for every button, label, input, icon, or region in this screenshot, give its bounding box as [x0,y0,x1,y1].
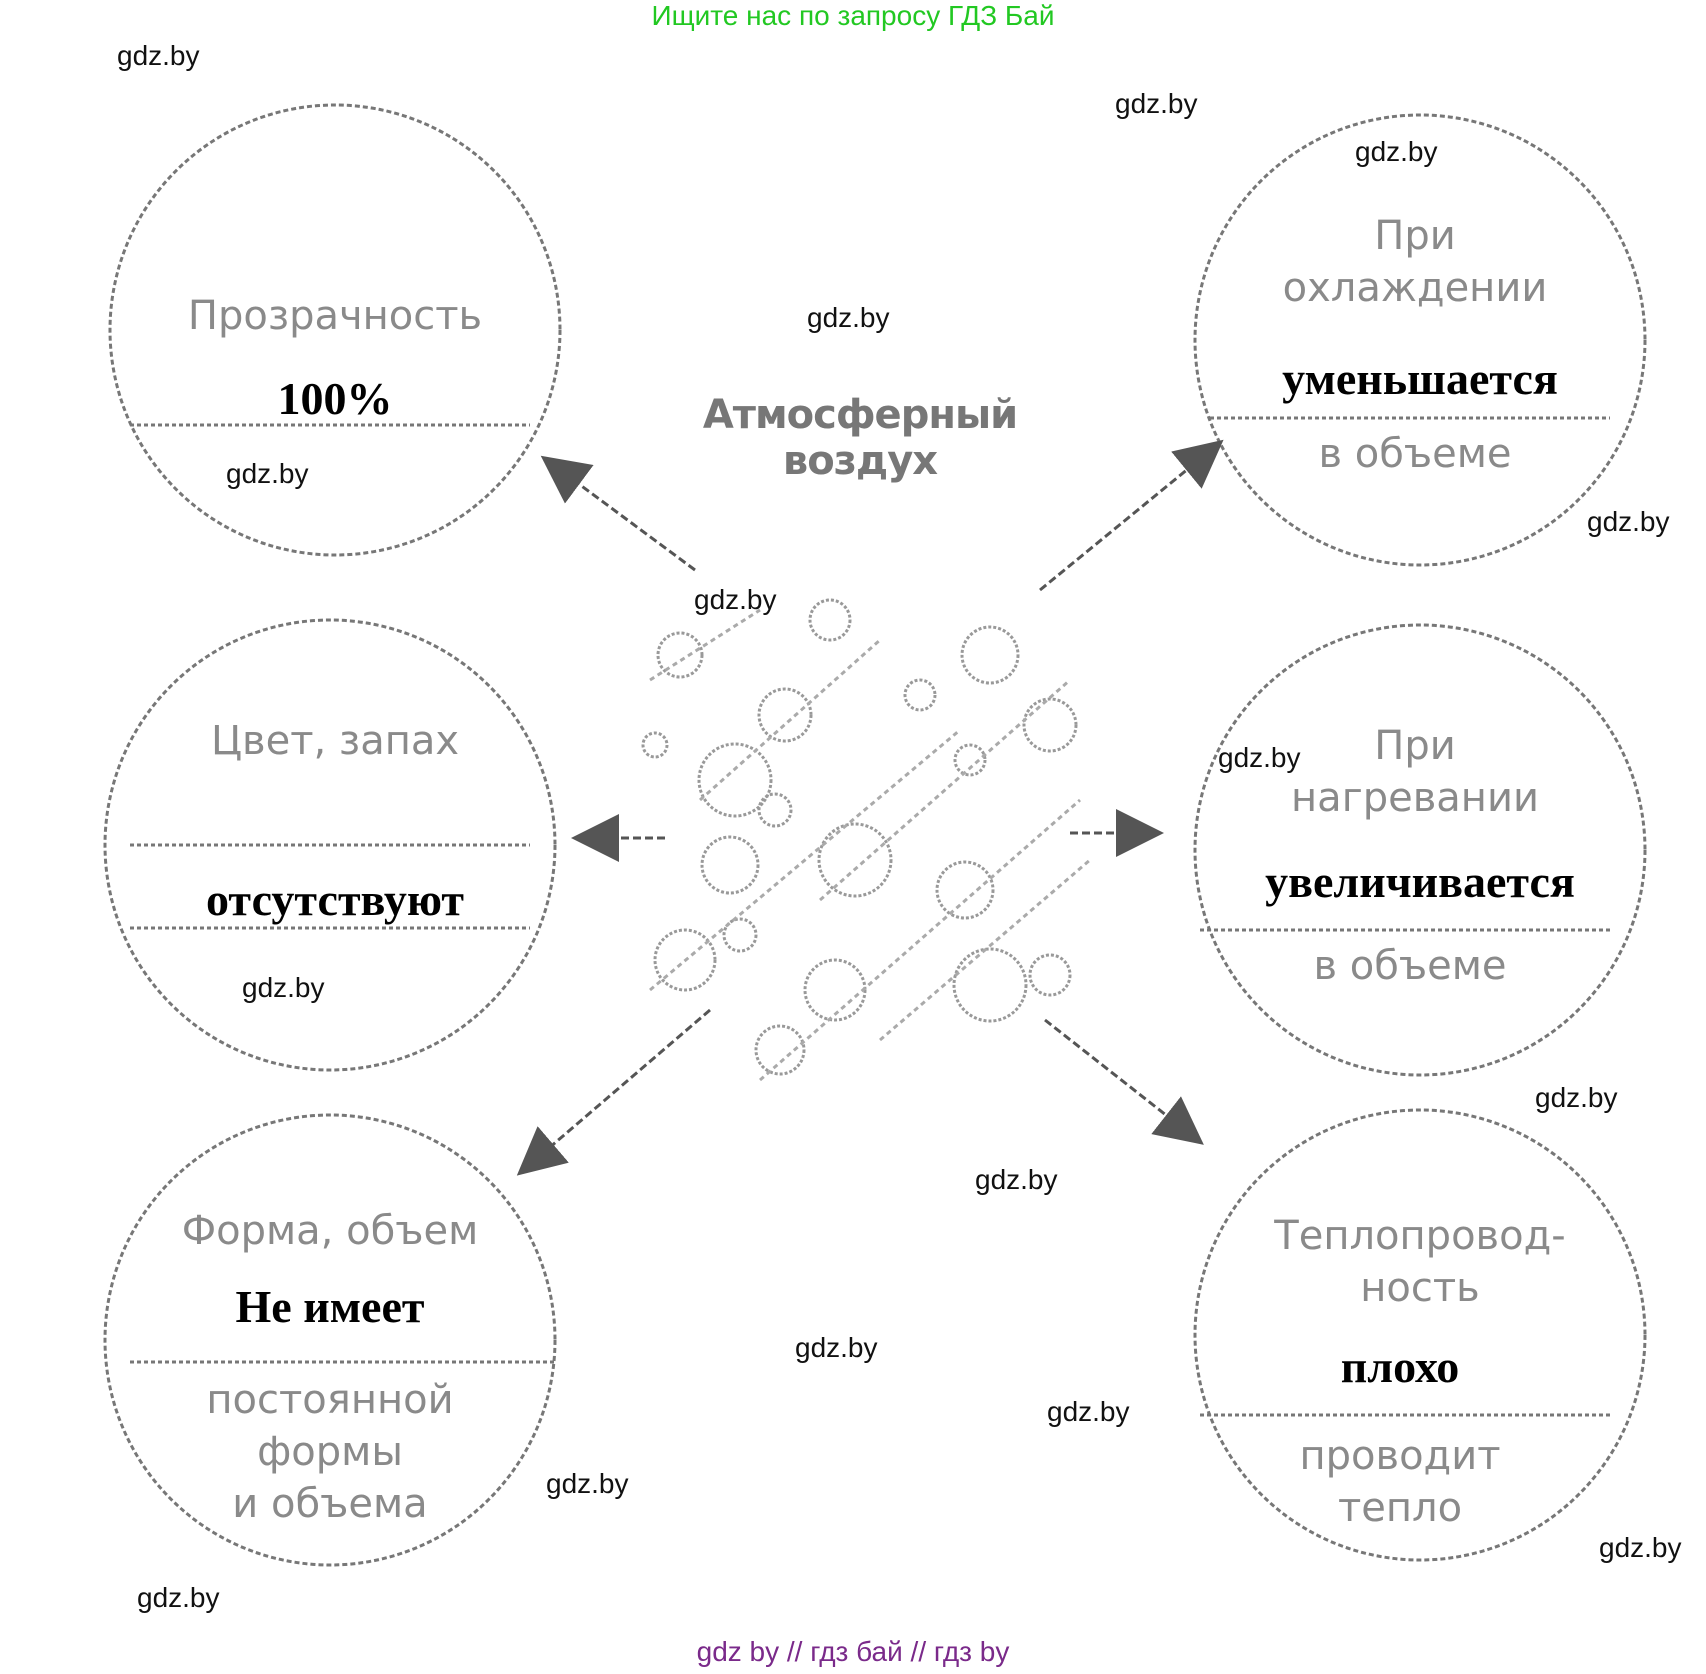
molecule-hatching [649,608,1091,1082]
arrow [1039,439,1224,592]
circle-transparency [108,103,562,557]
circle-cooling [1193,113,1647,567]
watermark: gdz.by [1115,88,1198,119]
circle-shape-volume [103,1113,557,1567]
answer-color-smell: отсутствуют [206,874,464,925]
banner[interactable]: Ищите нас по запросу ГДЗ Бай [651,0,1055,31]
circle-sub-heating: в объеме [1313,943,1507,989]
circle-sub-shape-volume: постоянной формы и объема [206,1377,454,1527]
footer-links[interactable]: gdz by // гдз бай // гдз by [696,1636,1010,1667]
circle-label-heating: При нагревании [1291,723,1539,821]
circle-sub-conductivity: проводит тепло [1299,1433,1501,1531]
watermark: gdz.by [1218,742,1301,773]
watermark: gdz.by [1599,1532,1682,1563]
watermark: gdz.by [807,302,890,333]
center-title-line-1: Атмосферный [702,392,1018,438]
arrow [516,1008,711,1176]
watermark: gdz.by [1535,1082,1618,1113]
watermark: gdz.by [1355,136,1438,167]
watermark: gdz.by [137,1582,220,1613]
arrow [1044,1018,1204,1145]
circle-label-color-smell: Цвет, запах [210,718,460,764]
answer-conductivity: плохо [1340,1341,1460,1392]
answer-transparency: 100% [277,373,393,424]
arrow [540,455,696,572]
watermark: gdz.by [975,1164,1058,1195]
watermark: gdz.by [795,1332,878,1363]
watermark: gdz.by [242,972,325,1003]
circle-label-cooling: При охлаждении [1282,213,1548,311]
watermark: gdz.by [1587,506,1670,537]
watermark: gdz.by [546,1468,629,1499]
circle-sub-cooling: в объеме [1318,431,1512,477]
watermark: gdz.by [694,584,777,615]
answer-shape-volume: Не имеет [235,1281,425,1332]
watermark: gdz.by [226,458,309,489]
circle-heating [1193,623,1647,1077]
circle-conductivity [1193,1108,1647,1562]
center-title-line-2: воздух [782,438,938,484]
answer-heating: увеличивается [1265,856,1575,907]
watermark: gdz.by [117,40,200,71]
circle-color-smell [103,618,557,1072]
gas-molecules [641,598,1078,1076]
circle-label-transparency: Прозрачность [187,293,483,339]
center-title: Атмосферный воздух [660,392,1060,484]
circle-label-shape-volume: Форма, объем [181,1208,479,1254]
circle-label-conductivity: Теплопровод- ность [1274,1213,1566,1311]
answer-cooling: уменьшается [1282,353,1558,404]
watermark: gdz.by [1047,1396,1130,1427]
